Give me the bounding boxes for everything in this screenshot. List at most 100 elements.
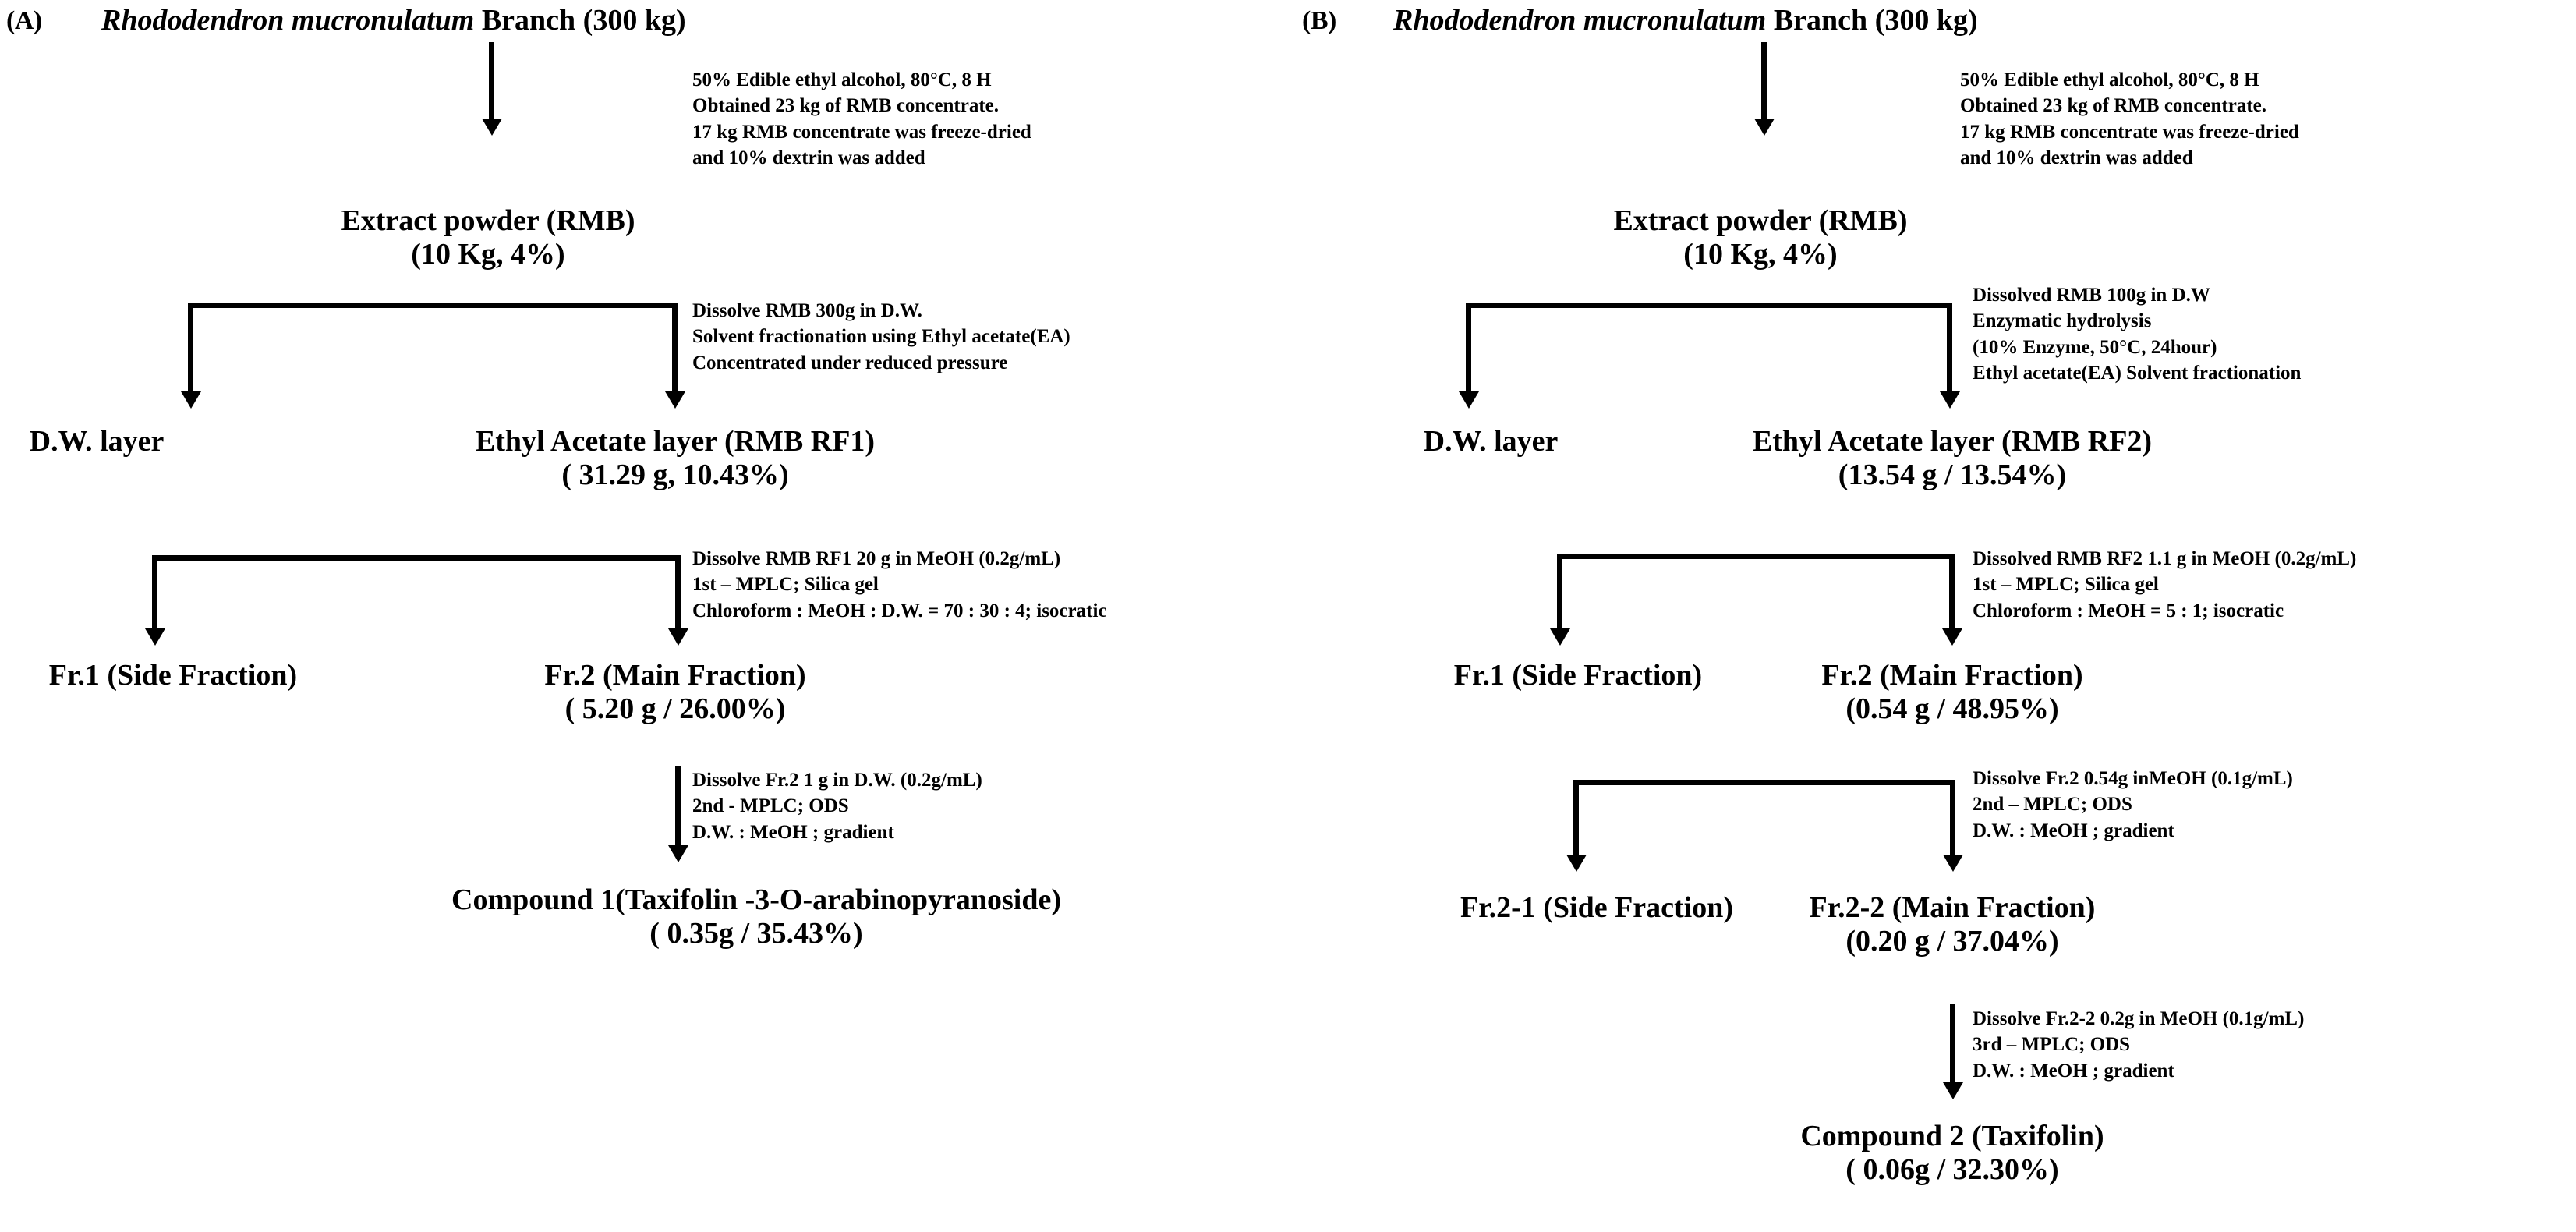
annotation-mplc-third: Dissolve Fr.2-2 0.2g in MeOH (0.1g/mL) 3… [1973, 1006, 2304, 1084]
node-title: Compound 1(Taxifolin -3-O-arabinopyranos… [451, 883, 1061, 916]
annotation-line: Chloroform : MeOH : D.W. = 70 : 30 : 4; … [692, 600, 1107, 621]
arrow-head-ea-layer [1940, 391, 1960, 409]
arrow-shaft-fr2-to-compound1 [675, 766, 681, 850]
node-ethyl-acetate-layer: Ethyl Acetate layer (RMB RF2) (13.54 g /… [1753, 425, 2152, 491]
title-suffix: Branch (300 kg) [474, 4, 686, 37]
node-amount: (0.20 g / 37.04%) [1845, 924, 2059, 958]
node-title: Extract powder (RMB) [341, 204, 635, 237]
node-fr2: Fr.2 (Main Fraction) (0.54 g / 48.95%) [1821, 659, 2082, 725]
arrow-shaft-title-to-extract [489, 42, 494, 123]
annotation-line: Enzymatic hydrolysis [1973, 310, 2152, 332]
arrow-head-fr1 [145, 628, 165, 646]
annotation-fractionation: Dissolve RMB 300g in D.W. Solvent fracti… [692, 298, 1070, 376]
arrow-head-fr2-1 [1566, 855, 1587, 872]
branch-shaft-fr1 [1557, 554, 1562, 633]
branch-shaft-ea [672, 303, 678, 396]
annotation-line: Obtained 23 kg of RMB concentrate. [692, 95, 1000, 117]
species-name: Rhododendron mucronulatum [1393, 4, 1767, 37]
annotation-line: 17 kg RMB concentrate was freeze-dried [1960, 121, 2299, 143]
title-suffix: Branch (300 kg) [1766, 4, 1978, 37]
node-title: Extract powder (RMB) [1613, 204, 1908, 237]
annotation-line: D.W. : MeOH ; gradient [1973, 1060, 2174, 1082]
node-title: Compound 2 (Taxifolin) [1800, 1120, 2104, 1152]
node-fr1: Fr.1 (Side Fraction) [1454, 659, 1702, 692]
annotation-line: Dissolved RMB 100g in D.W [1973, 285, 2210, 306]
branch-shaft-ea [1947, 303, 1952, 396]
annotation-line: Dissolve Fr.2 1 g in D.W. (0.2g/mL) [692, 770, 982, 791]
node-title: Fr.2 (Main Fraction) [544, 659, 806, 692]
annotation-line: Dissolved RMB RF2 1.1 g in MeOH (0.2g/mL… [1973, 548, 2357, 569]
annotation-line: Chloroform : MeOH = 5 : 1; isocratic [1973, 600, 2284, 621]
node-title: Fr.2-2 (Main Fraction) [1809, 891, 2096, 924]
branch-bar-mplc1 [152, 555, 681, 561]
branch-shaft-fr2 [675, 555, 681, 633]
annotation-mplc-second: Dissolve Fr.2 1 g in D.W. (0.2g/mL) 2nd … [692, 767, 982, 845]
node-amount: ( 5.20 g / 26.00%) [564, 692, 786, 725]
node-amount: ( 31.29 g, 10.43%) [561, 458, 789, 491]
arrow-head-ea-layer [665, 391, 685, 409]
annotation-line: 1st – MPLC; Silica gel [1973, 574, 2159, 596]
branch-bar-mplc2 [1573, 780, 1955, 785]
annotation-line: 17 kg RMB concentrate was freeze-dried [692, 121, 1031, 143]
arrow-head-fr2 [668, 628, 688, 646]
arrow-shaft-title-to-extract [1761, 42, 1767, 123]
node-dw-layer: D.W. layer [30, 425, 165, 458]
node-fr2-2: Fr.2-2 (Main Fraction) (0.20 g / 37.04%) [1810, 891, 2096, 958]
annotation-extraction: 50% Edible ethyl alcohol, 80°C, 8 H Obta… [692, 67, 1031, 171]
branch-shaft-dw [188, 303, 193, 396]
annotation-line: (10% Enzyme, 50°C, 24hour) [1973, 336, 2217, 358]
branch-shaft-fr1 [152, 555, 157, 633]
annotation-line: Obtained 23 kg of RMB concentrate. [1960, 95, 2267, 117]
panel-b-label: (B) [1302, 6, 1336, 35]
branch-shaft-dw [1466, 303, 1471, 396]
node-fr2-1: Fr.2-1 (Side Fraction) [1460, 891, 1733, 925]
branch-shaft-fr2-1 [1573, 780, 1579, 859]
node-amount: (10 Kg, 4%) [1683, 237, 1838, 271]
annotation-line: 2nd – MPLC; ODS [1973, 794, 2132, 816]
annotation-line: and 10% dextrin was added [1960, 147, 2193, 168]
node-ethyl-acetate-layer: Ethyl Acetate layer (RMB RF1) ( 31.29 g,… [476, 425, 875, 491]
annotation-line: D.W. : MeOH ; gradient [1973, 820, 2174, 841]
annotation-extraction: 50% Edible ethyl alcohol, 80°C, 8 H Obta… [1960, 67, 2299, 171]
panel-a-label: (A) [6, 6, 42, 35]
arrow-head-dw-layer [1459, 391, 1479, 409]
node-title: D.W. layer [1423, 425, 1559, 458]
annotation-line: and 10% dextrin was added [692, 147, 925, 168]
node-amount: (13.54 g / 13.54%) [1838, 458, 2067, 491]
branch-bar-mplc1 [1557, 554, 1955, 559]
branch-shaft-fr2 [1949, 554, 1955, 633]
annotation-line: 50% Edible ethyl alcohol, 80°C, 8 H [692, 69, 992, 90]
arrow-shaft-fr2-2-to-compound2 [1950, 1004, 1955, 1087]
annotation-mplc-first: Dissolve RMB RF1 20 g in MeOH (0.2g/mL) … [692, 546, 1107, 624]
annotation-line: Dissolve Fr.2-2 0.2g in MeOH (0.1g/mL) [1973, 1008, 2305, 1029]
annotation-line: Solvent fractionation using Ethyl acetat… [692, 326, 1070, 348]
node-title: Fr.2-1 (Side Fraction) [1460, 891, 1734, 924]
node-amount: (0.54 g / 48.95%) [1845, 692, 2059, 725]
node-title: Ethyl Acetate layer (RMB RF1) [475, 425, 876, 458]
node-dw-layer: D.W. layer [1424, 425, 1559, 458]
branch-shaft-fr2-2 [1950, 780, 1955, 859]
node-extract-powder: Extract powder (RMB) (10 Kg, 4%) [341, 204, 635, 271]
annotation-line: Concentrated under reduced pressure [692, 352, 1008, 373]
annotation-mplc-first: Dissolved RMB RF2 1.1 g in MeOH (0.2g/mL… [1973, 546, 2356, 624]
annotation-mplc-second: Dissolve Fr.2 0.54g inMeOH (0.1g/mL) 2nd… [1973, 766, 2293, 844]
annotation-line: Dissolve RMB RF1 20 g in MeOH (0.2g/mL) [692, 548, 1061, 569]
annotation-line: 50% Edible ethyl alcohol, 80°C, 8 H [1960, 69, 2259, 90]
annotation-hydrolysis: Dissolved RMB 100g in D.W Enzymatic hydr… [1973, 282, 2301, 386]
annotation-line: 2nd - MPLC; ODS [692, 795, 849, 817]
arrow-head-fr1 [1550, 628, 1570, 646]
arrow-head-fr2 [1942, 628, 1962, 646]
node-title: Ethyl Acetate layer (RMB RF2) [1752, 425, 2153, 458]
arrow-head-title-to-extract [482, 119, 502, 136]
arrow-head-fr2-2 [1943, 855, 1963, 872]
node-title: Fr.1 (Side Fraction) [1453, 659, 1703, 692]
branch-bar-extract [1466, 303, 1952, 308]
node-amount: ( 0.06g / 32.30%) [1845, 1152, 2059, 1186]
annotation-line: Dissolve Fr.2 0.54g inMeOH (0.1g/mL) [1973, 768, 2293, 789]
annotation-line: 3rd – MPLC; ODS [1973, 1034, 2131, 1056]
panel-b-title: Rhododendron mucronulatum Branch (300 kg… [1393, 3, 1978, 37]
node-amount: (10 Kg, 4%) [411, 237, 565, 271]
arrow-head-compound1 [668, 845, 688, 862]
species-name: Rhododendron mucronulatum [101, 4, 475, 37]
node-extract-powder: Extract powder (RMB) (10 Kg, 4%) [1613, 204, 1907, 271]
